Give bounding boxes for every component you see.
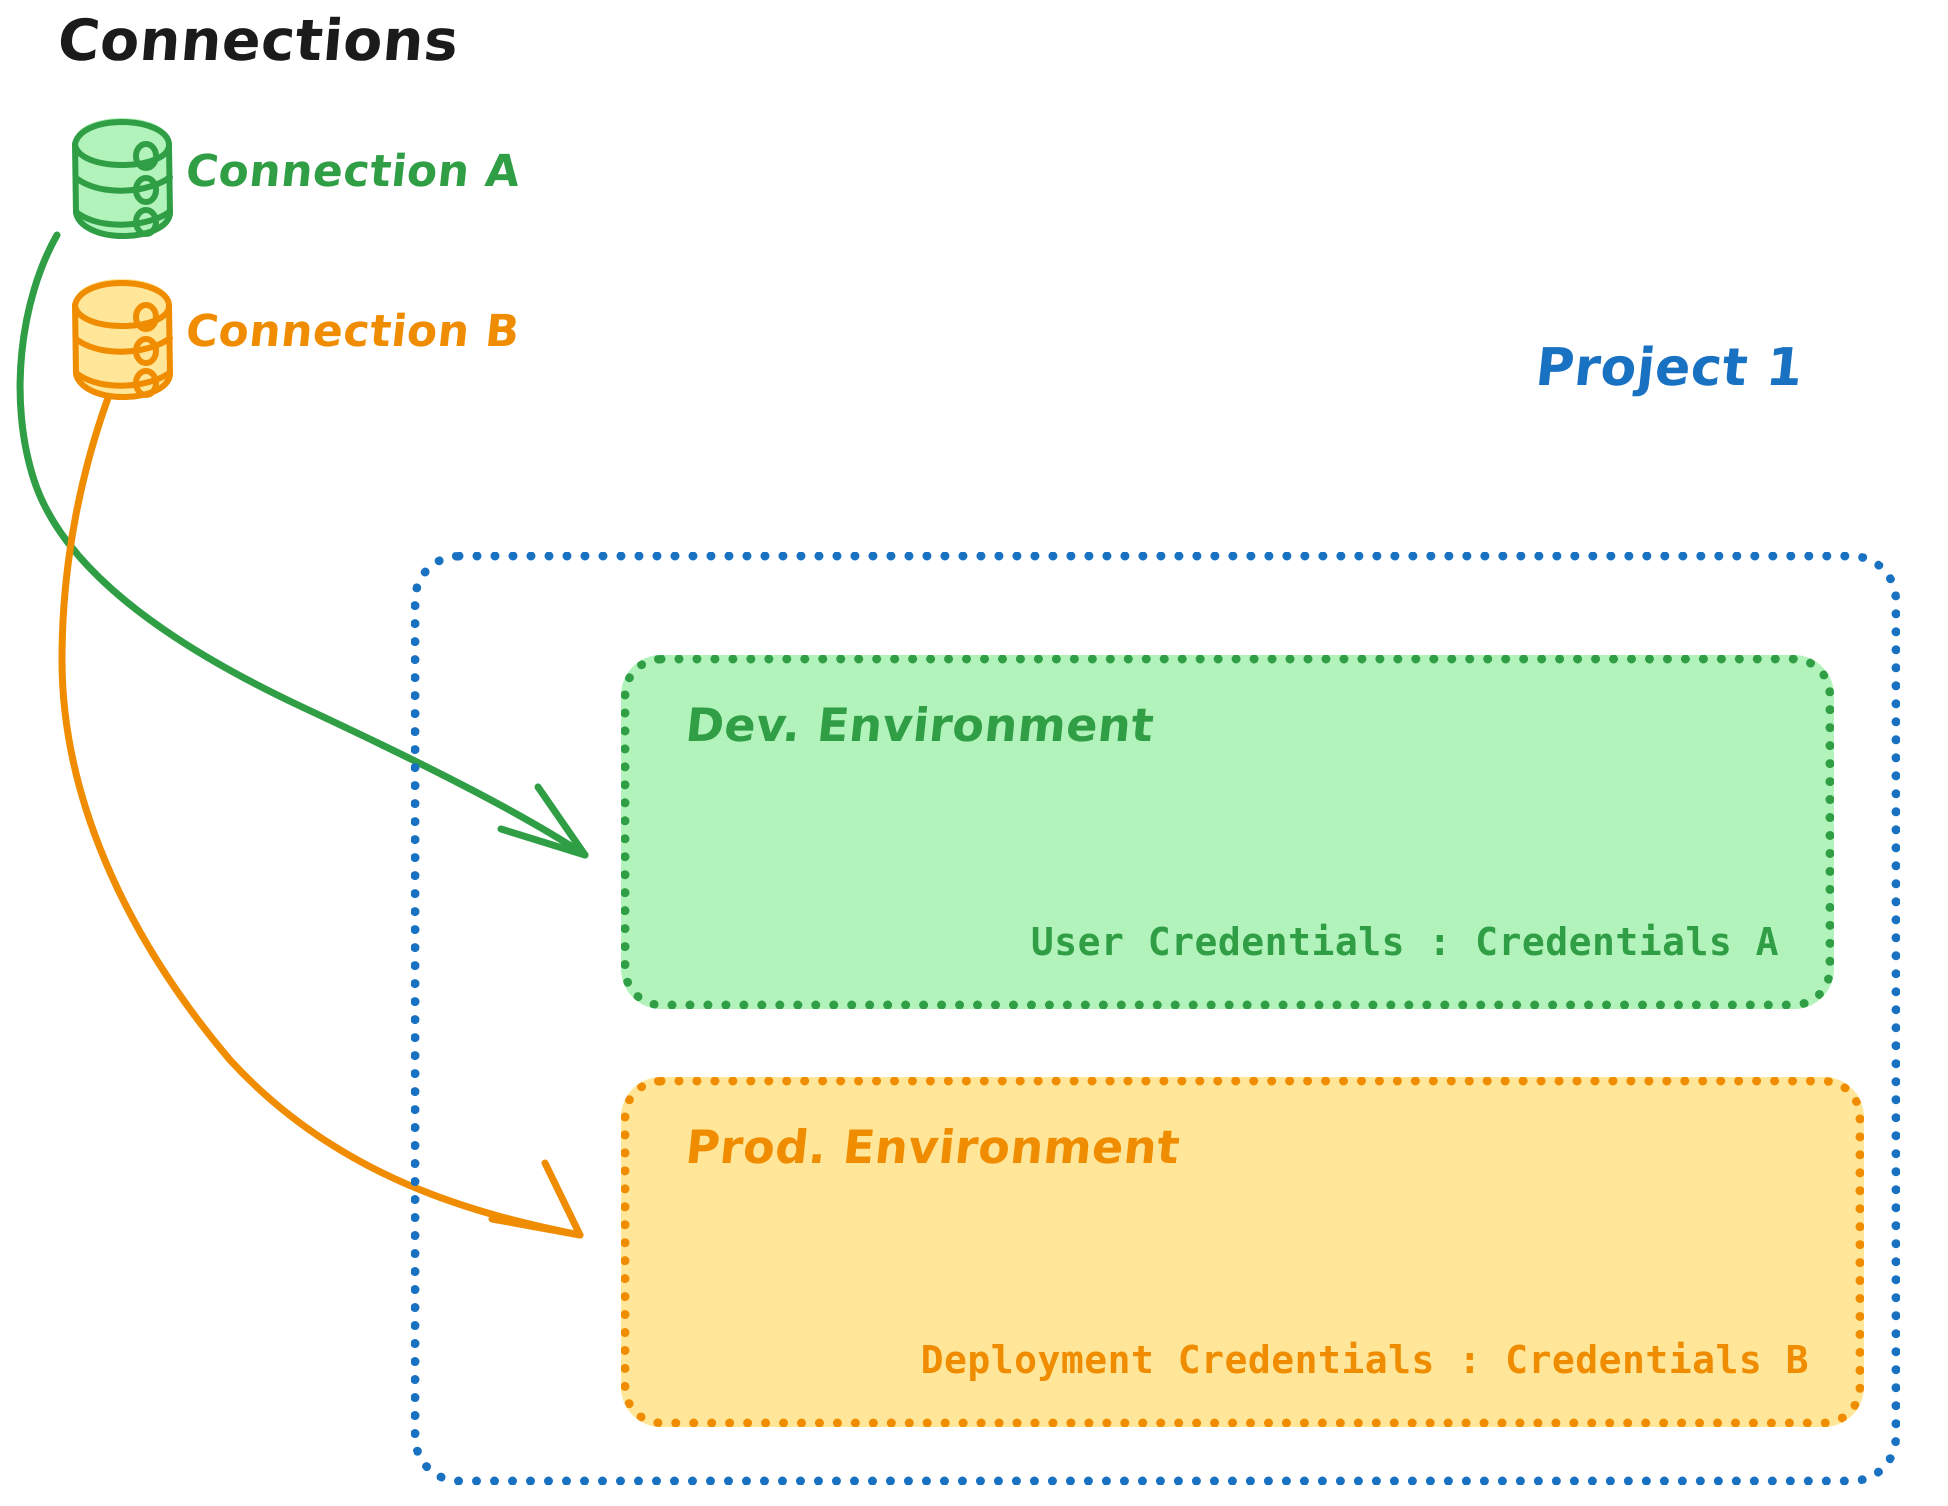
dev-environment-title: Dev. Environment [683, 698, 1157, 752]
dev-environment-credentials: User Credentials : Credentials A [1030, 920, 1779, 964]
prod-environment-title: Prod. Environment [683, 1120, 1183, 1174]
connection-a-label: Connection A [183, 146, 523, 197]
connection-b-label: Connection B [183, 306, 523, 357]
database-cylinder-icon-orange [72, 279, 173, 400]
prod-environment-credentials: Deployment Credentials : Credentials B [920, 1338, 1809, 1382]
database-cylinder-icon-green [72, 118, 173, 239]
prod-environment-box: Prod. Environment Deployment Credentials… [621, 1077, 1864, 1427]
page-title: Connections [55, 8, 462, 74]
dev-environment-box: Dev. Environment User Credentials : Cred… [621, 655, 1834, 1009]
project-title: Project 1 [1532, 338, 1807, 398]
project-container: Dev. Environment User Credentials : Cred… [411, 552, 1900, 1485]
